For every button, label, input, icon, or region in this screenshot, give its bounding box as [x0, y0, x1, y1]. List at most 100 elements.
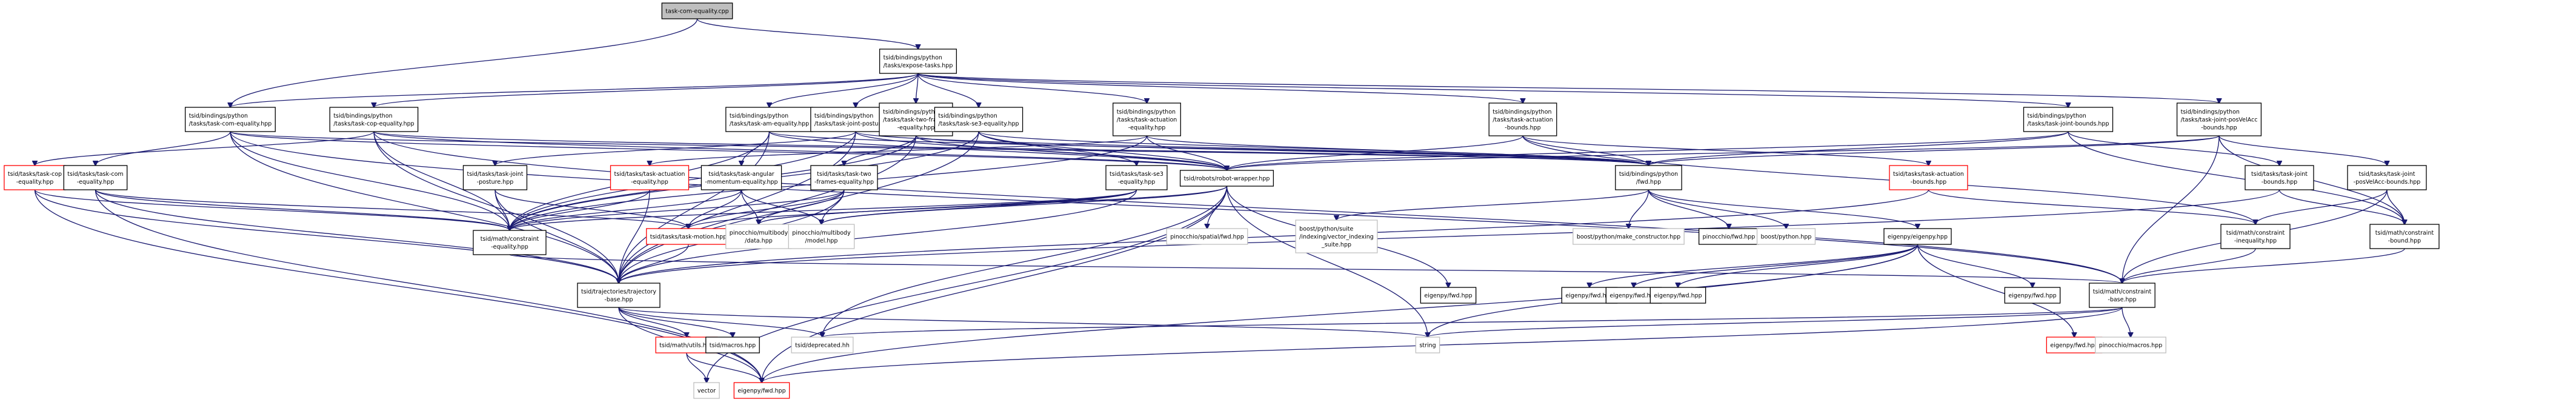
- graph-node-task-actuation-eq[interactable]: tsid/tasks/task-actuation-equality.hpp: [610, 165, 690, 190]
- include-edge: [844, 135, 917, 166]
- graph-node-constraint-inequality[interactable]: tsid/math/constraint-inequality.hpp: [2220, 224, 2291, 249]
- node-label: tsid/bindings/python: [189, 113, 248, 119]
- node-box: [1105, 165, 1168, 190]
- include-edge: [509, 254, 2122, 283]
- include-edge: [917, 73, 1147, 103]
- include-edge: [688, 189, 845, 229]
- include-edge: [96, 131, 231, 166]
- graph-node-task-two-frames[interactable]: tsid/tasks/task-two-frames-equality.hpp: [810, 165, 878, 190]
- include-edge: [770, 73, 919, 107]
- node-label: /tasks/task-se3-equality.hpp: [938, 121, 1019, 127]
- node-box: [4, 165, 66, 190]
- include-edge: [916, 73, 919, 103]
- node-label: tsid/bindings/python: [730, 113, 788, 119]
- include-edge: [374, 73, 919, 107]
- node-label: task-com-equality.cpp: [665, 8, 728, 15]
- node-box: [1756, 228, 1816, 245]
- graph-node-task-com-eq[interactable]: tsid/tasks/task-com-equality.hpp: [63, 165, 128, 190]
- include-edge: [230, 131, 510, 230]
- graph-node-trajectory-base[interactable]: tsid/trajectories/trajectory-base.hpp: [577, 283, 661, 308]
- node-label: pinocchio/fwd.hpp: [1703, 234, 1756, 241]
- node-label: -posture.hpp: [477, 179, 514, 186]
- include-edge: [1917, 244, 2033, 287]
- graph-node-root[interactable]: task-com-equality.cpp: [661, 2, 733, 19]
- node-label: tsid/tasks/task-actuation: [614, 171, 685, 178]
- graph-node-eigenpy-fwd-red1[interactable]: eigenpy/fwd.hpp: [2046, 337, 2103, 353]
- graph-node-eigenpy-fwd-a[interactable]: eigenpy/fwd.hpp: [1420, 287, 1477, 304]
- graph-node-constraint-base[interactable]: tsid/math/constraint-base.hpp: [2089, 283, 2155, 308]
- include-edge: [619, 189, 2280, 283]
- node-label: tsid/math/constraint: [481, 236, 539, 243]
- include-edge: [373, 131, 2122, 283]
- graph-node-py-joint-bounds[interactable]: tsid/bindings/python/tasks/task-joint-bo…: [2023, 107, 2114, 132]
- graph-node-tsid-macros[interactable]: tsid/macros.hpp: [705, 337, 760, 353]
- node-label: tsid/tasks/task-joint: [2359, 171, 2415, 178]
- include-edge: [373, 131, 1227, 170]
- node-box: [1889, 165, 1968, 190]
- include-edge: [1146, 135, 1649, 166]
- node-label: tsid/bindings/python: [938, 113, 997, 119]
- graph-node-boost-vector-indexing: boost/python/suite/indexing/vector_index…: [1295, 219, 1378, 253]
- include-edge: [1649, 135, 2220, 166]
- graph-node-task-angular-momentum[interactable]: tsid/tasks/task-angular-momentum-equalit…: [701, 165, 782, 190]
- graph-node-py-am-eq[interactable]: tsid/bindings/python/tasks/task-am-equal…: [725, 107, 813, 132]
- graph-node-task-joint-bounds[interactable]: tsid/tasks/task-joint-bounds.hpp: [2245, 165, 2314, 190]
- graph-node-task-joint-posture[interactable]: tsid/tasks/task-joint-posture.hpp: [462, 165, 528, 190]
- graph-node-eigenpy-fwd-red2[interactable]: eigenpy/fwd.hpp: [733, 382, 790, 399]
- node-box: [1295, 219, 1378, 253]
- include-edge: [2218, 135, 2387, 166]
- graph-node-task-motion[interactable]: tsid/tasks/task-motion.hpp: [646, 228, 731, 245]
- node-box: [462, 165, 528, 190]
- graph-node-eigenpy-fwd-d[interactable]: eigenpy/fwd.hpp: [1649, 287, 1706, 304]
- node-box: [2176, 102, 2262, 136]
- node-label: -equality.hpp: [16, 179, 54, 186]
- graph-node-py-cop-eq[interactable]: tsid/bindings/python/tasks/task-cop-equa…: [329, 107, 419, 132]
- graph-node-pin-fwd[interactable]: pinocchio/fwd.hpp: [1698, 228, 1760, 245]
- graph-node-constraint-equality[interactable]: tsid/math/constraint-equality.hpp: [473, 230, 547, 255]
- node-box: [473, 230, 547, 255]
- node-label: /tasks/task-cop-equality.hpp: [333, 121, 414, 127]
- graph-node-py-se3-eq[interactable]: tsid/bindings/python/tasks/task-se3-equa…: [934, 107, 1023, 132]
- node-box: [1166, 228, 1248, 245]
- include-edge: [510, 189, 650, 230]
- include-edge: [2122, 248, 2405, 283]
- include-edge: [95, 189, 619, 283]
- graph-node-task-se3-eq[interactable]: tsid/tasks/task-se3-equality.hpp: [1105, 165, 1168, 190]
- node-label: tsid/tasks/task-joint: [2251, 171, 2308, 178]
- node-label: /indexing/vector_indexing: [1299, 234, 1374, 241]
- edges-layer: [35, 18, 2405, 383]
- node-label: -bounds.hpp: [2201, 125, 2237, 132]
- graph-node-robot-wrapper[interactable]: tsid/robots/robot-wrapper.hpp: [1179, 170, 1274, 187]
- graph-node-py-joint-posvelacc[interactable]: tsid/bindings/python/tasks/task-joint-po…: [2176, 102, 2262, 136]
- node-box: [705, 337, 760, 353]
- node-box: [791, 337, 854, 353]
- node-box: [1420, 287, 1477, 304]
- include-edge: [1629, 189, 1649, 229]
- node-box: [879, 49, 957, 74]
- node-label: eigenpy/fwd.hpp: [2008, 293, 2056, 300]
- graph-node-constraint-bound[interactable]: tsid/math/constraint-bound.hpp: [2369, 224, 2440, 249]
- graph-node-py-actuation-eq[interactable]: tsid/bindings/python/tasks/task-actuatio…: [1113, 102, 1181, 136]
- graph-node-py-com-eq[interactable]: tsid/bindings/python/tasks/task-com-equa…: [185, 107, 276, 132]
- node-label: /tasks/expose-tasks.hpp: [884, 62, 953, 69]
- node-box: [1698, 228, 1760, 245]
- graph-node-task-actuation-bounds[interactable]: tsid/tasks/task-actuation-bounds.hpp: [1889, 165, 1968, 190]
- graph-node-eigenpy-fwd-e[interactable]: eigenpy/fwd.hpp: [2004, 287, 2061, 304]
- graph-node-py-actuation-bounds[interactable]: tsid/bindings/python/tasks/task-actuatio…: [1488, 102, 1557, 136]
- graph-node-expose-tasks[interactable]: tsid/bindings/python/tasks/expose-tasks.…: [879, 49, 957, 74]
- include-edge: [762, 244, 1919, 383]
- graph-node-task-joint-posvelacc[interactable]: tsid/tasks/task-joint-posVelAcc-bounds.h…: [2347, 165, 2427, 190]
- node-label: string: [1419, 343, 1436, 349]
- include-edge: [1337, 189, 1649, 220]
- graph-node-eigenpy-eigenpy[interactable]: eigenpy/eigenpy.hpp: [1883, 228, 1952, 245]
- graph-node-py-fwd[interactable]: tsid/bindings/python/fwd.hpp: [1615, 165, 1682, 190]
- include-edge: [230, 131, 1227, 170]
- node-label: eigenpy/fwd.hpp: [737, 388, 785, 395]
- node-label: tsid/math/constraint: [2093, 289, 2152, 295]
- graph-node-task-cop-eq[interactable]: tsid/tasks/task-cop-equality.hpp: [4, 165, 66, 190]
- include-edge: [1649, 131, 2069, 166]
- node-label: eigenpy/fwd.hpp: [1565, 293, 1613, 300]
- node-label: tsid/bindings/python: [2181, 109, 2240, 116]
- include-edge: [619, 131, 856, 283]
- node-box: [2245, 165, 2314, 190]
